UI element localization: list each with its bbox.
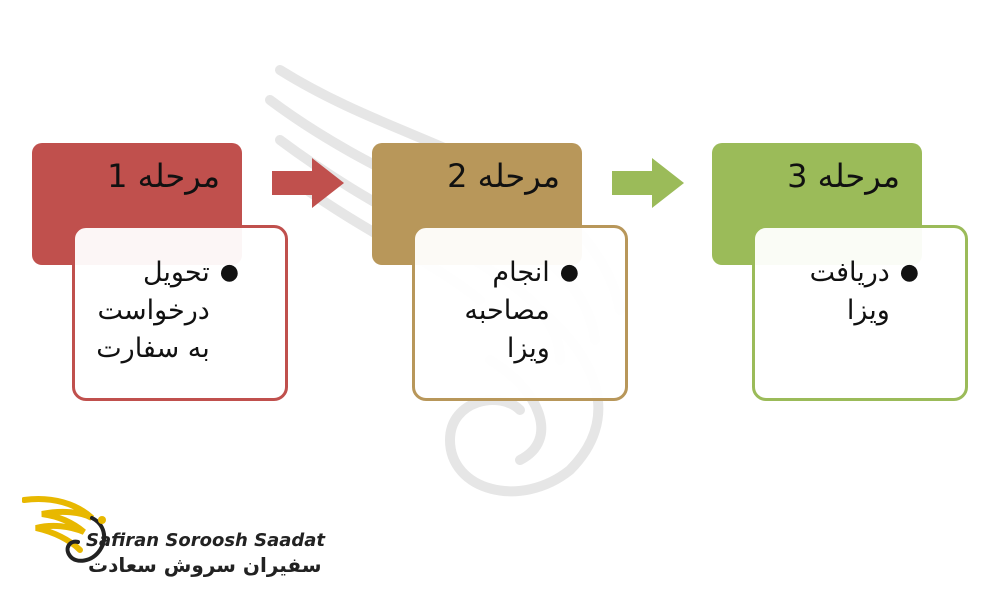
bullet-dot-icon: ●: [219, 260, 239, 285]
right-arrow-icon: [272, 158, 344, 208]
bullet-dot-icon: ●: [559, 260, 579, 285]
step-2-title: مرحله 2: [447, 157, 560, 195]
step-3-line-1: دریافت: [809, 257, 890, 288]
step-1-title: مرحله 1: [107, 157, 220, 195]
step-1-bullet: ● تحویل درخواست به سفارت: [91, 254, 239, 368]
step-1-line-2: درخواست: [97, 295, 210, 326]
bullet-dot-icon: ●: [899, 260, 919, 285]
step-1-line-3: به سفارت: [96, 333, 210, 364]
step-2-bullet: ● انجام مصاحبه ویزا: [431, 254, 579, 368]
brand-name-en: Safiran Soroosh Saadat: [86, 530, 326, 551]
brand-name-fa: سفیران سروش سعادت: [88, 553, 322, 577]
step-2-line-2: مصاحبه: [464, 295, 550, 326]
step-3-card: ● دریافت ویزا: [752, 225, 968, 401]
step-2-card: ● انجام مصاحبه ویزا: [412, 225, 628, 401]
eagle-logo-icon: [22, 496, 107, 563]
step-1-line-1: تحویل: [142, 257, 210, 288]
step-1-card: ● تحویل درخواست به سفارت: [72, 225, 288, 401]
step-3-line-2: ویزا: [846, 295, 890, 326]
step-3-title: مرحله 3: [787, 157, 900, 195]
step-3-bullet: ● دریافت ویزا: [771, 254, 919, 330]
right-arrow-icon: [612, 158, 684, 208]
step-2-line-1: انجام: [492, 257, 550, 288]
step-2-line-3: ویزا: [506, 333, 550, 364]
